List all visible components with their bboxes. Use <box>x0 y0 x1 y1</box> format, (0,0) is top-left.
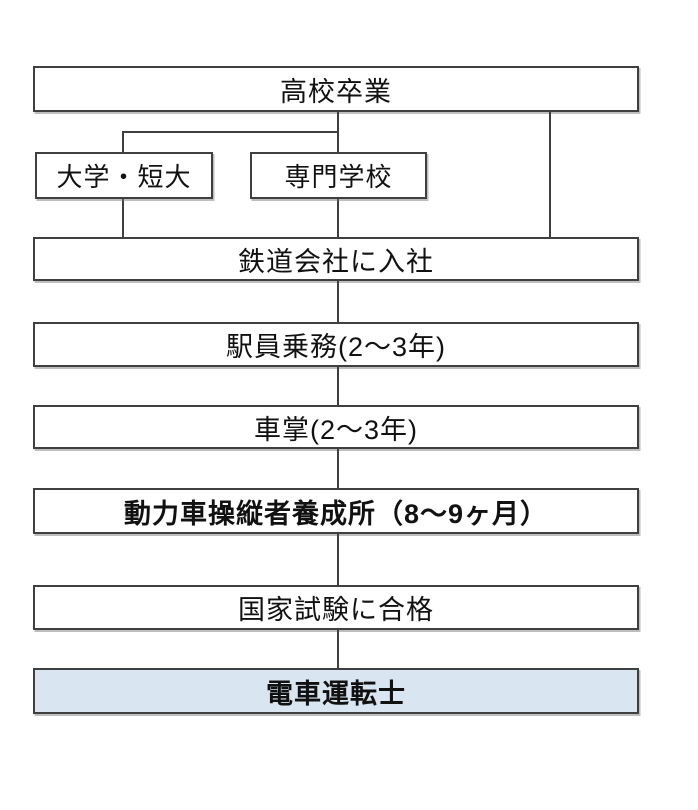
connector-vocational-to-company <box>337 199 339 237</box>
connector-exam-to-driver <box>337 630 339 668</box>
flow-node-vocational-label: 専門学校 <box>284 162 393 192</box>
connector-station-to-conductor <box>337 367 339 405</box>
flow-node-university-label: 大学・短大 <box>56 162 192 192</box>
flow-node-vocational: 専門学校 <box>250 152 427 199</box>
connector-highschool-to-company-direct <box>549 112 551 237</box>
connector-branch-to-university <box>122 131 124 152</box>
flow-node-company-label: 鉄道会社に入社 <box>238 246 434 277</box>
flow-node-training: 動力車操縦者養成所（8～9ヶ月） <box>33 488 639 534</box>
connector-company-to-station <box>337 281 339 322</box>
flow-node-company: 鉄道会社に入社 <box>33 237 639 281</box>
connector-university-to-company <box>122 199 124 237</box>
flow-node-highschool: 高校卒業 <box>33 66 639 112</box>
flow-node-conductor-label: 車掌(2～3年) <box>253 414 418 445</box>
flow-node-exam-label: 国家試験に合格 <box>238 595 434 625</box>
flow-node-station-label: 駅員乗務(2～3年) <box>225 332 446 362</box>
flow-node-driver: 電車運転士 <box>33 668 639 714</box>
flow-node-station: 駅員乗務(2～3年) <box>33 322 639 367</box>
flow-node-driver-label: 電車運転士 <box>266 678 406 709</box>
connector-highschool-to-vocational <box>337 112 339 152</box>
connector-training-to-exam <box>337 534 339 585</box>
flow-node-exam: 国家試験に合格 <box>33 585 639 630</box>
flow-node-university: 大学・短大 <box>35 152 213 199</box>
connector-conductor-to-training <box>337 449 339 488</box>
flow-node-highschool-label: 高校卒業 <box>280 76 392 107</box>
flow-node-conductor: 車掌(2～3年) <box>33 405 639 449</box>
connector-branch-horizontal <box>122 131 338 133</box>
flow-node-training-label: 動力車操縦者養成所（8～9ヶ月） <box>123 498 549 529</box>
